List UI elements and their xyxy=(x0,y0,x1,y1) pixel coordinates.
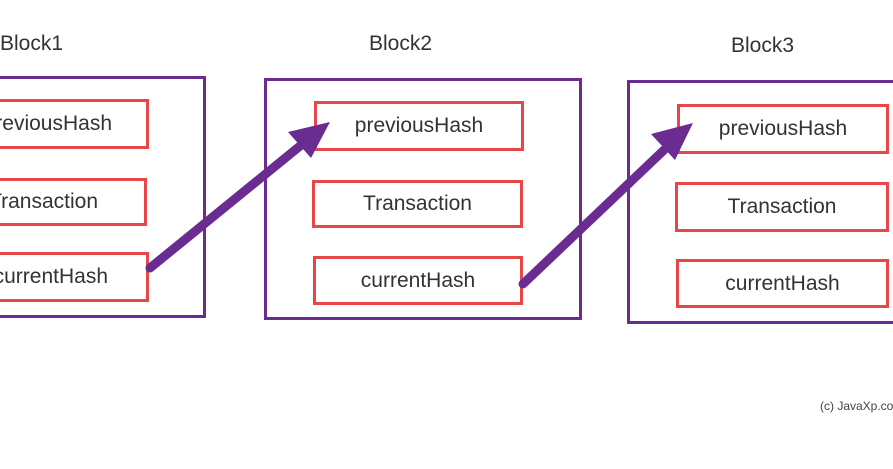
block1-current-hash: currentHash xyxy=(0,252,149,302)
block2-title: Block2 xyxy=(369,32,433,55)
arrow-block2-to-block3 xyxy=(518,123,693,289)
block2 xyxy=(264,78,582,320)
block3 xyxy=(627,80,893,324)
block1-previous-hash: previousHash xyxy=(0,99,149,149)
block2-transaction: Transaction xyxy=(312,180,523,228)
arrow-block1-to-block2 xyxy=(145,122,330,273)
block1-transaction: Transaction xyxy=(0,178,147,226)
block3-transaction: Transaction xyxy=(675,182,889,232)
block3-current-hash: currentHash xyxy=(676,259,889,308)
block1-title: Block1 xyxy=(0,32,64,55)
block3-title: Block3 xyxy=(731,34,795,57)
copyright-text: (c) JavaXp.com xyxy=(820,399,893,413)
block1 xyxy=(0,76,206,318)
